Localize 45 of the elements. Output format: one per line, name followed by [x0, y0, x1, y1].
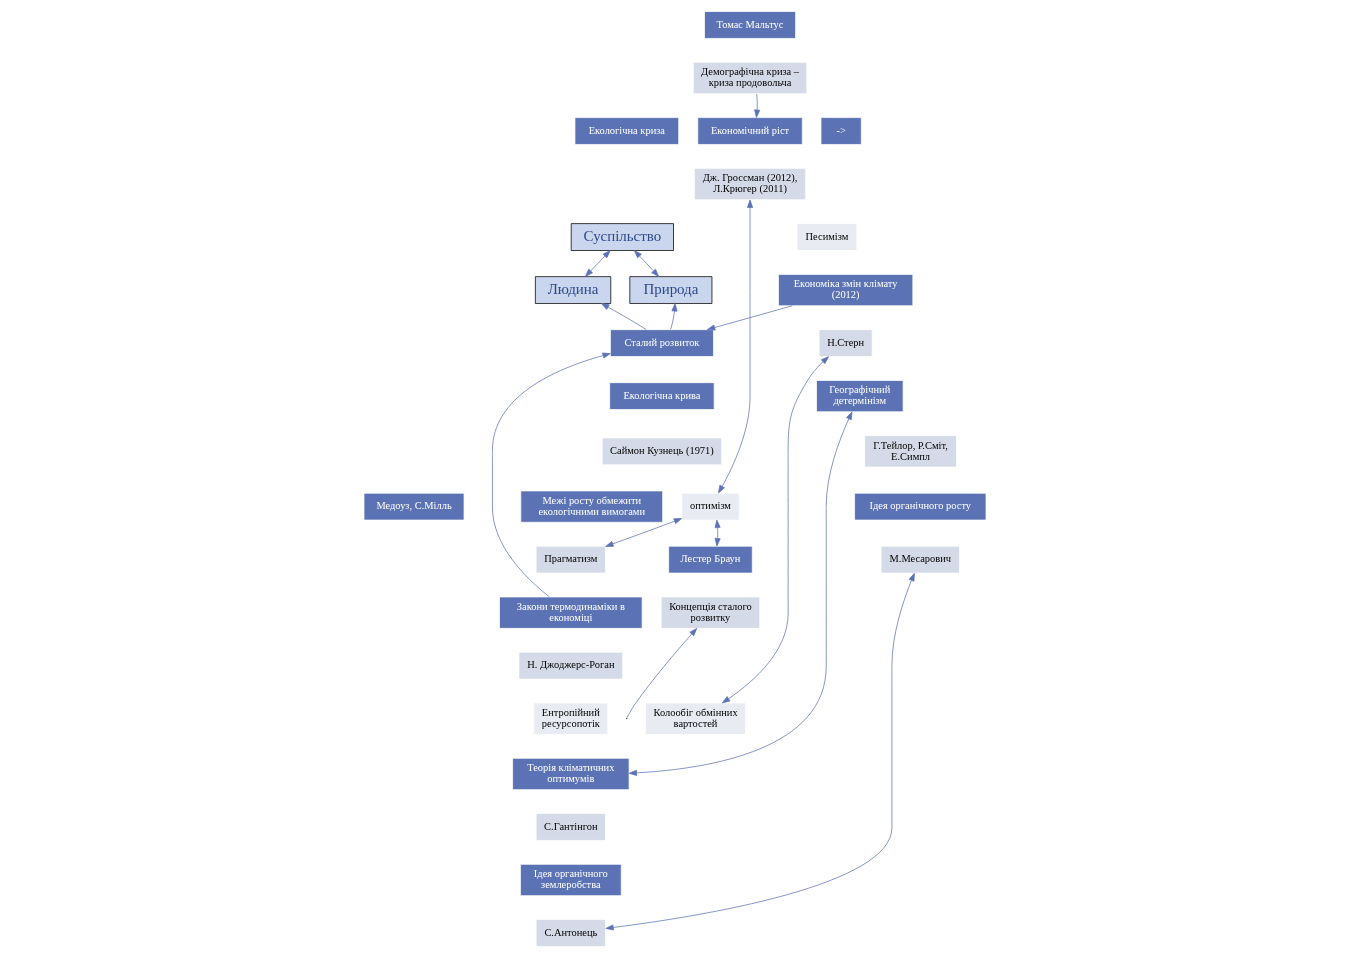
- node-box: Саймон Кузнець (1971): [601, 437, 723, 466]
- node-box: Закони термодинаміки в економіці: [499, 596, 643, 629]
- node-box: Прагматизм: [535, 545, 606, 574]
- node-box: Колообіг обмінних вартостей: [645, 702, 746, 735]
- node-box: Екологічна крива: [609, 382, 715, 410]
- arrow: [714, 519, 721, 547]
- node-box: С.Антонець: [535, 919, 606, 947]
- arrow: [605, 518, 683, 547]
- arrow: [601, 303, 647, 330]
- node-box: ->: [820, 117, 862, 145]
- arrow: [605, 572, 915, 931]
- node-box: Концепція сталого розвитку: [660, 596, 761, 629]
- arrow: [721, 356, 829, 704]
- arrow: [585, 250, 611, 277]
- node-box: Медоуз, С.Мілль: [363, 492, 465, 521]
- node-box: Дж. Гроссман (2012), Л.Крюгер (2011): [694, 168, 807, 201]
- node-box: Межі росту обмежити екологічними вимогами: [520, 490, 664, 523]
- node-box: Географічний детермінізм: [816, 380, 904, 413]
- node-box: Природа: [629, 276, 713, 304]
- node-box: Н. Джоджерс-Роган: [518, 651, 624, 680]
- node-box: Ідея органічного землеробства: [520, 863, 622, 897]
- node-box: Економічний ріст: [697, 117, 803, 145]
- node-box: М.Месарович: [880, 545, 960, 574]
- node-box: С.Гантінгон: [535, 813, 606, 841]
- node-box: Суспільство: [570, 223, 674, 251]
- node-box: Екологічна криза: [574, 117, 680, 145]
- arrow: [492, 352, 611, 598]
- node-box: Лестер Браун: [668, 545, 753, 574]
- node-box: Людина: [535, 276, 612, 304]
- arrow: [626, 628, 698, 719]
- node-box: Теорія кліматичних оптимумів: [512, 757, 630, 790]
- node-box: Ідея органічного росту: [854, 492, 987, 521]
- node-box: Томас Мальтус: [704, 11, 796, 39]
- arrow: [754, 93, 761, 118]
- node-box: Н.Стерн: [818, 329, 873, 357]
- arrow: [670, 303, 678, 330]
- node-box: Сталий розвиток: [610, 329, 714, 357]
- arrow: [707, 305, 793, 331]
- node-box: Г.Тейлор, Р.Сміт, Е.Симпл: [864, 435, 957, 468]
- arrow: [634, 250, 660, 277]
- node-box: оптимізм: [681, 492, 740, 521]
- node-box: Економіка змін клімату (2012): [778, 274, 914, 307]
- arrow: [628, 411, 853, 776]
- arrow: [718, 199, 754, 494]
- node-box: Демографічна криза – криза продовольча: [692, 61, 808, 95]
